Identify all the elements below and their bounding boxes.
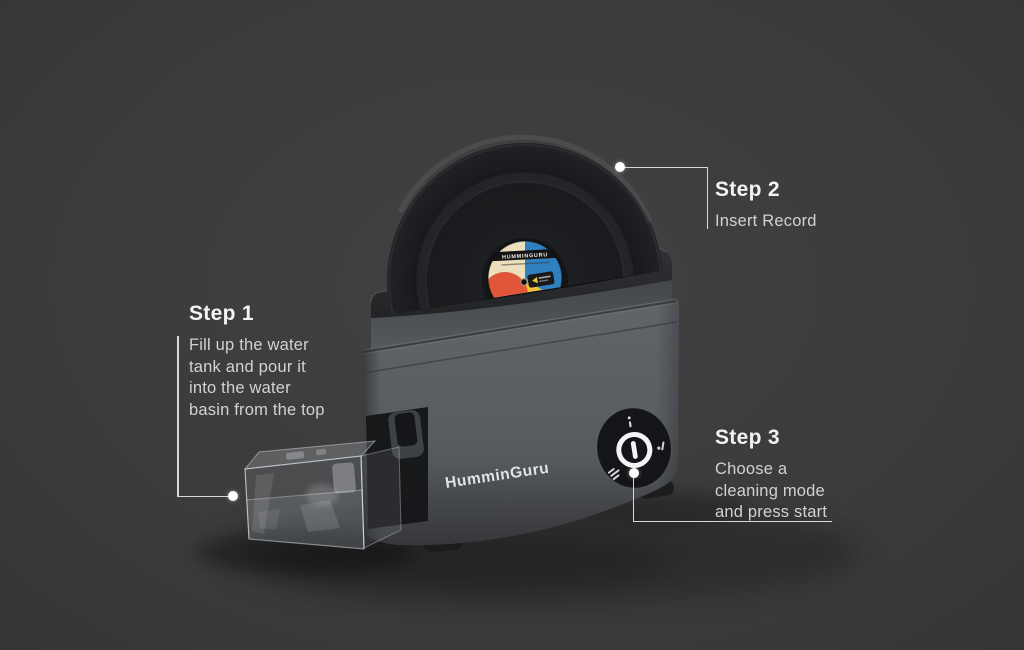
step-2-connector-line-vertical (706, 166, 708, 229)
step-3-connector-line-horizontal (632, 520, 832, 522)
power-icon (616, 431, 653, 468)
water-tank (243, 440, 402, 550)
step-3-description: Choose a cleaning mode and press start (715, 460, 828, 522)
step-3-title: Step 3 (715, 426, 780, 449)
step-1-connector-line-horizontal (177, 495, 229, 497)
step-3-connector-line-vertical (632, 476, 635, 522)
record-label-badge (527, 271, 555, 288)
record-center-hole (520, 278, 528, 286)
step-1-description: Fill up the water tank and pour it into … (189, 336, 325, 419)
record-label-brand-text: HUMMINGURU (502, 252, 548, 260)
water-fill (246, 490, 364, 549)
control-knob (596, 407, 672, 489)
step-1-connector-dot (228, 491, 238, 501)
tank-bay (366, 407, 428, 529)
step-3-callout: Step 3 Choose a cleaning mode and press … (715, 426, 827, 524)
step-2-connector-line-horizontal (623, 166, 708, 168)
step-3-connector-dot (628, 468, 639, 478)
step-2-connector-dot (615, 162, 625, 172)
step-2-title: Step 2 (715, 178, 780, 201)
step-1-title: Step 1 (189, 302, 254, 325)
step-1-callout: Step 1 Fill up the water tank and pour i… (189, 302, 325, 421)
step-1-connector-line-vertical (177, 336, 179, 497)
knob-mode-marks (607, 416, 665, 481)
step-2-callout: Step 2 Insert Record (715, 178, 817, 233)
step-2-description: Insert Record (715, 212, 817, 231)
